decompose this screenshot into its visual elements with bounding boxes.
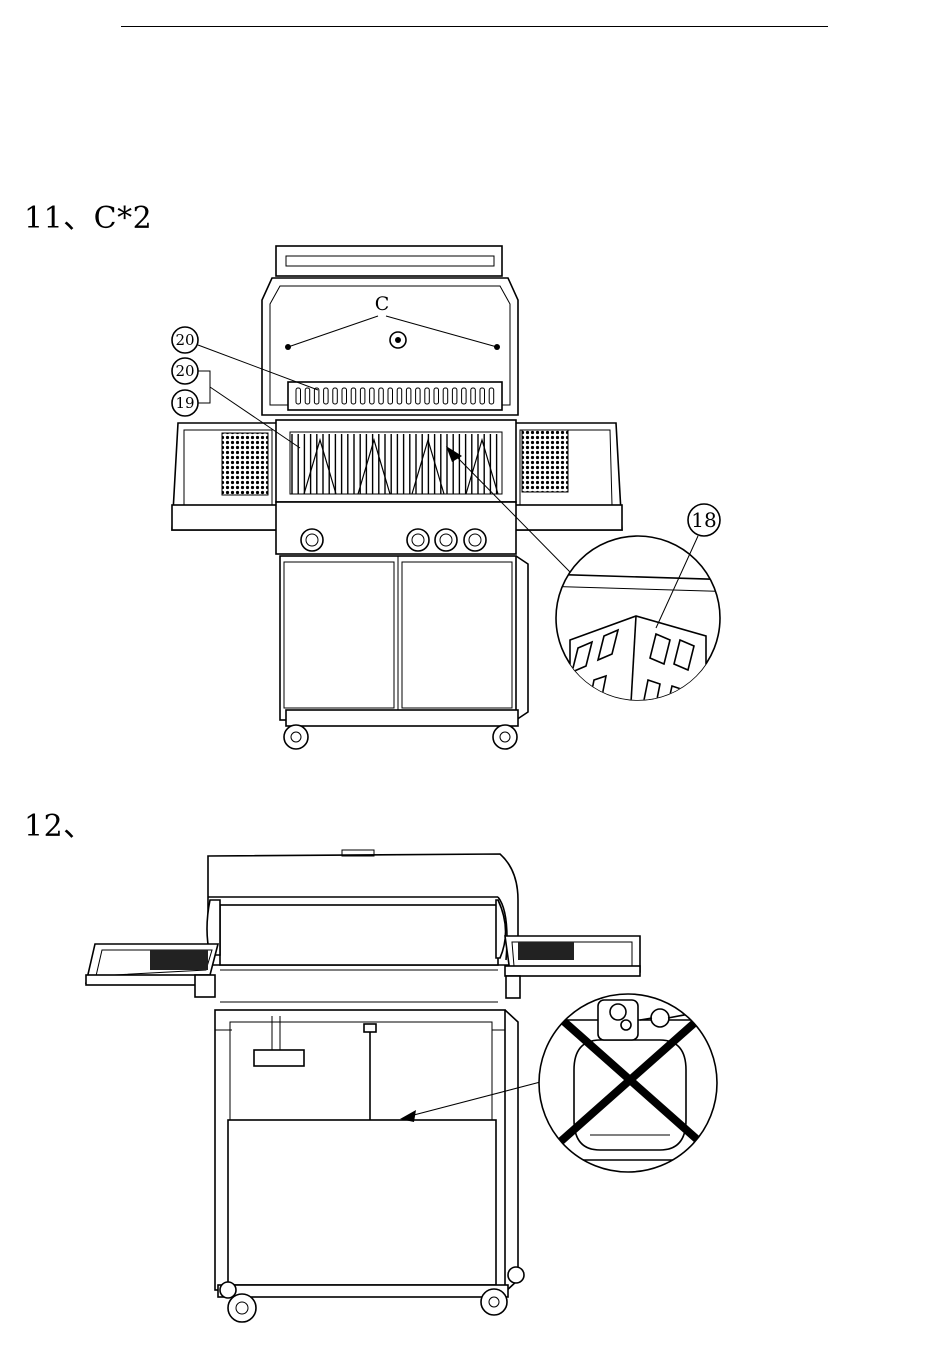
grill-closed-lid: [207, 850, 518, 1002]
left-side-shelf-12: [86, 944, 218, 997]
cart-frame-12: [215, 1010, 548, 1297]
right-side-shelf-12: [505, 936, 640, 998]
gas-tank-detail: [538, 994, 720, 1172]
